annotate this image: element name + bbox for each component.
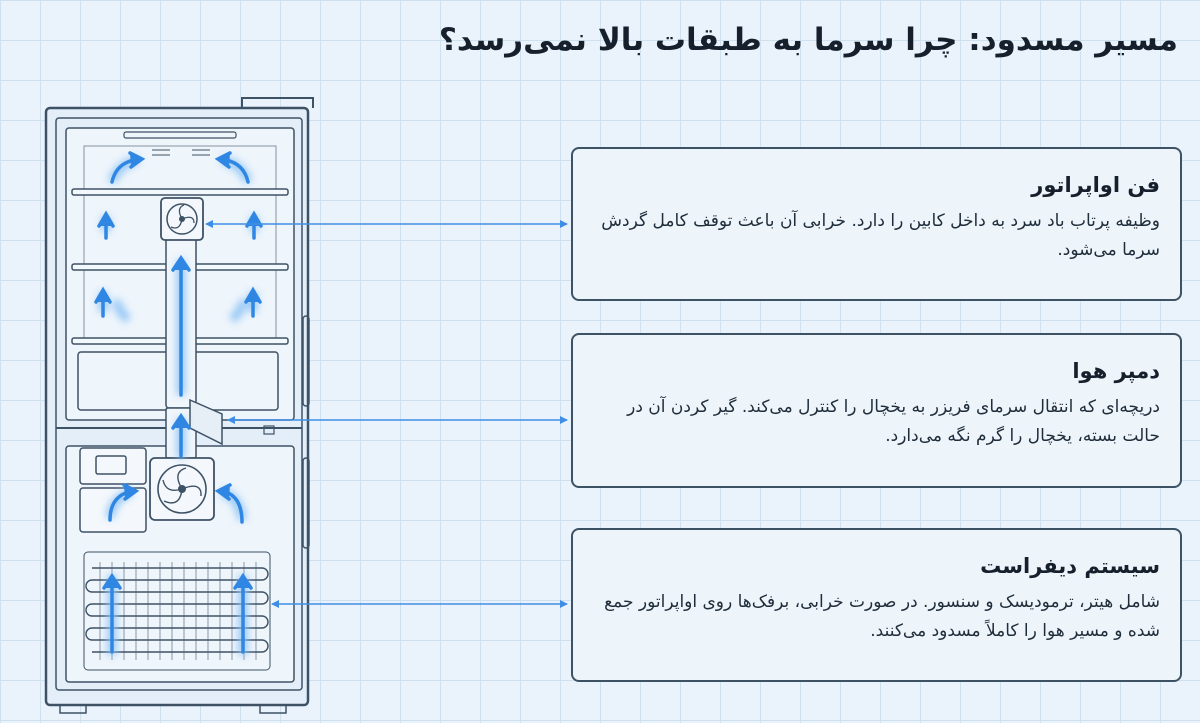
fan-icon [150, 458, 214, 520]
card-title: سیستم دیفراست [591, 554, 1160, 578]
component-card-evaporator-fan: فن اواپراتور وظیفه پرتاب باد سرد به داخل… [571, 147, 1182, 301]
fan-icon [161, 198, 203, 240]
card-description: دریچه‌ای که انتقال سرمای فریزر به یخچال … [591, 393, 1160, 451]
page-title: مسیر مسدود: چرا سرما به طبقات بالا نمی‌ر… [380, 22, 1178, 58]
card-title: دمپر هوا [591, 359, 1160, 383]
component-card-defrost-system: سیستم دیفراست شامل هیتر، ترموديسک و سنسو… [571, 528, 1182, 682]
component-card-air-damper: دمپر هوا دریچه‌ای که انتقال سرمای فریزر … [571, 333, 1182, 488]
card-description: وظیفه پرتاب باد سرد به داخل کابین را دار… [591, 207, 1160, 265]
card-description: شامل هیتر، ترموديسک و سنسور. در صورت خرا… [591, 588, 1160, 646]
shelf [72, 189, 288, 195]
card-title: فن اواپراتور [591, 173, 1160, 197]
